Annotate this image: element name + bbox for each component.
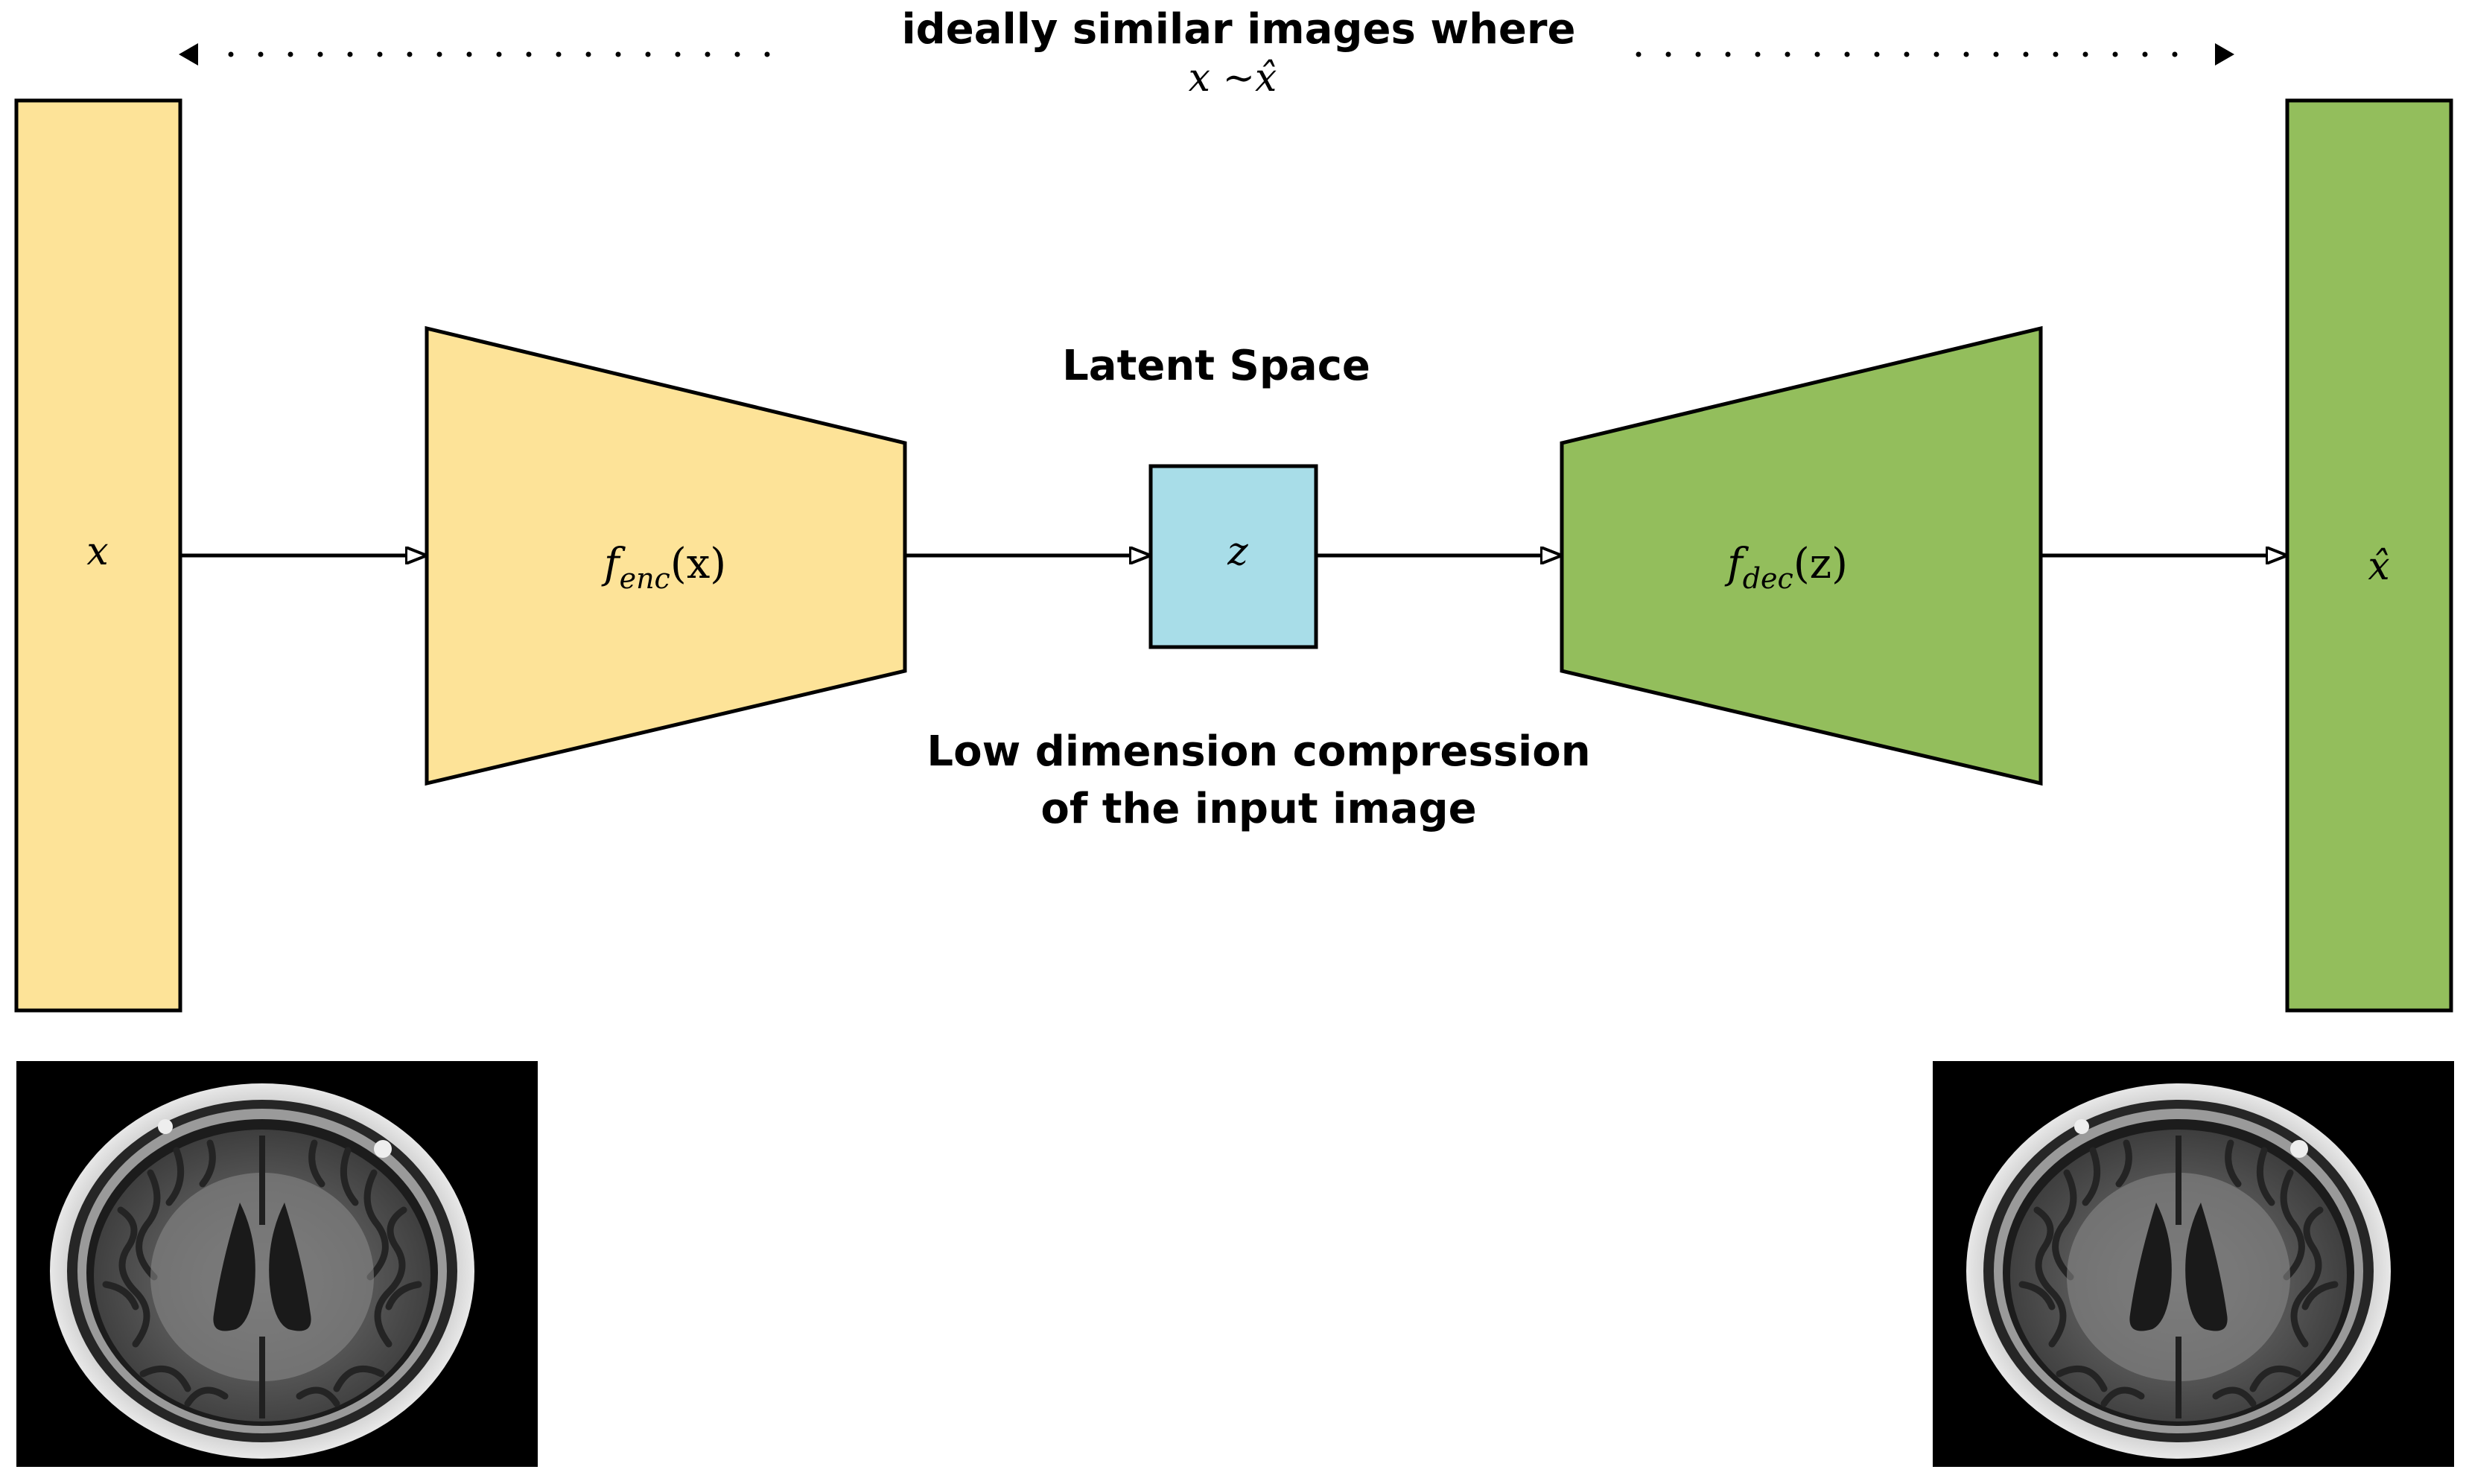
encoder-label-arg: (x) — [670, 540, 726, 588]
encoder-label-subscript: enc — [620, 562, 670, 595]
compression-caption-line2: of the input image — [1040, 785, 1476, 833]
output-label: x̂ — [2368, 544, 2389, 589]
arrowhead-left — [179, 43, 198, 66]
similarity-caption: ideally similar images where — [901, 5, 1575, 54]
similarity-arrow — [179, 43, 2234, 66]
output-brain-mri-image — [1933, 1061, 2454, 1467]
arrowhead-right — [2215, 43, 2234, 66]
input-brain-mri-image — [16, 1061, 538, 1467]
decoder-label-arg: (z) — [1793, 540, 1848, 588]
latent-label: z — [1227, 529, 1248, 574]
input-label: x — [86, 529, 108, 574]
decoder-block — [1560, 325, 2043, 786]
decoder-label-subscript: dec — [1743, 562, 1793, 595]
similarity-formula: x ∼x̂ — [1189, 56, 1277, 101]
encoder-block — [425, 325, 907, 786]
latent-space-title: Latent Space — [1062, 342, 1370, 390]
compression-caption-line1: Low dimension compression — [927, 727, 1590, 776]
input-image-block — [14, 98, 182, 1013]
encoder-label: fenc(x) — [601, 540, 726, 595]
latent-block — [1148, 464, 1318, 649]
decoder-label: fdec(z) — [1724, 540, 1848, 595]
output-image-block — [2285, 98, 2453, 1013]
